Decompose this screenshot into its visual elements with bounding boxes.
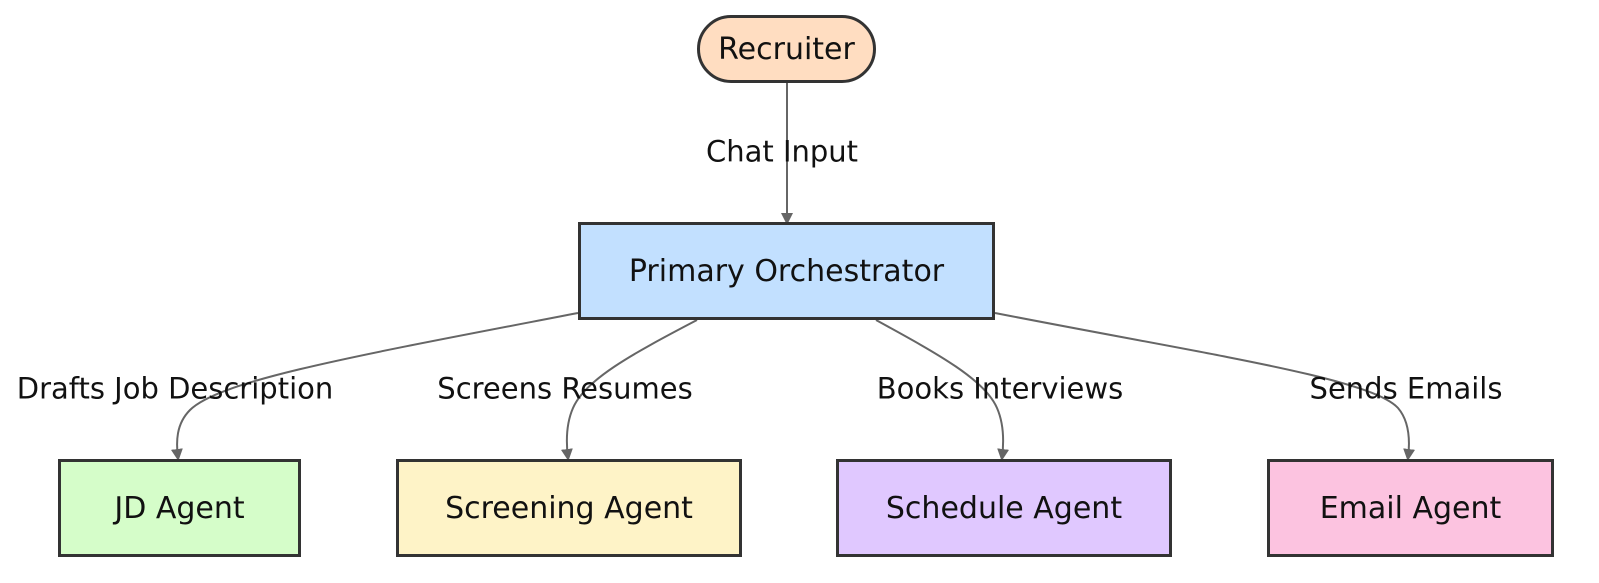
edge-orchestrator-to-screening-agent: [560, 319, 698, 461]
node-jd-agent-label: JD Agent: [114, 490, 245, 526]
node-email-agent: Email Agent: [1267, 459, 1554, 557]
edge-label-sends-emails: Sends Emails: [1309, 371, 1503, 406]
edge-orchestrator-to-schedule-agent: [875, 319, 1010, 461]
node-jd-agent: JD Agent: [58, 459, 301, 557]
node-recruiter: Recruiter: [697, 15, 876, 83]
node-schedule-agent: Schedule Agent: [836, 459, 1172, 557]
node-primary-orchestrator-label: Primary Orchestrator: [628, 253, 945, 289]
edge-orchestrator-to-jd-agent: [170, 312, 579, 461]
node-recruiter-label: Recruiter: [718, 31, 855, 67]
edge-label-books-interviews: Books Interviews: [876, 371, 1124, 406]
node-screening-agent-label: Screening Agent: [445, 490, 693, 526]
node-screening-agent: Screening Agent: [396, 459, 742, 557]
edge-label-chat-input: Chat Input: [705, 134, 859, 169]
edge-label-screens-resumes: Screens Resumes: [437, 371, 693, 406]
edge-orchestrator-to-email-agent: [994, 312, 1416, 461]
edge-label-drafts-job-description: Drafts Job Description: [16, 371, 334, 406]
node-schedule-agent-label: Schedule Agent: [885, 490, 1123, 526]
node-primary-orchestrator: Primary Orchestrator: [578, 222, 995, 320]
node-email-agent-label: Email Agent: [1319, 490, 1502, 526]
